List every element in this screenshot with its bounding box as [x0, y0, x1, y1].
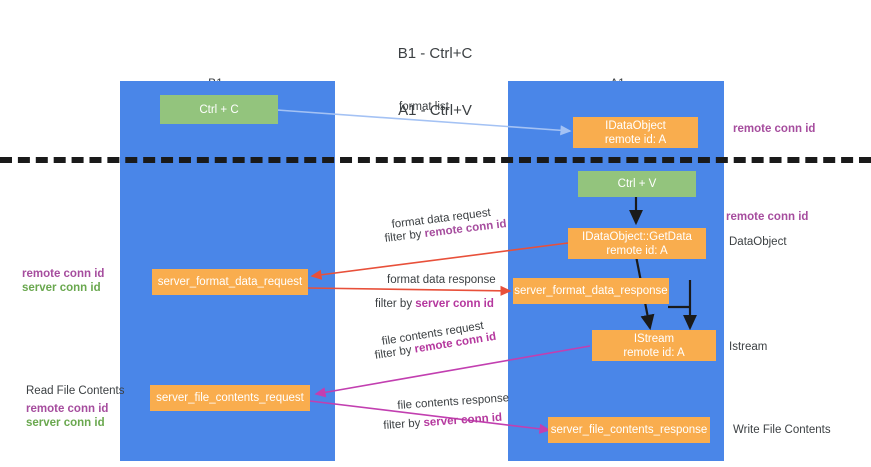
box-server-format-data-request[interactable]: server_format_data_request	[152, 269, 308, 295]
box-idataobject-top-line2: remote id: A	[604, 133, 667, 146]
filter-key-server-conn-id: server conn id	[415, 298, 494, 310]
box-ctrl-v[interactable]: Ctrl + V	[578, 171, 696, 197]
filter-key-server-conn-id: server conn id	[423, 411, 503, 430]
box-istream-line1: IStream	[633, 332, 675, 345]
box-ctrl-v-label: Ctrl + V	[617, 178, 657, 190]
arrow-label-format-data-response-filter: filter by server conn id	[375, 298, 494, 310]
annotation-left-server-conn-id-mid: server conn id	[22, 282, 101, 294]
annotation-right-write-file-contents: Write File Contents	[733, 424, 831, 436]
box-server-format-data-request-label: server_format_data_request	[157, 276, 303, 288]
annotation-right-dataobject: DataObject	[729, 236, 787, 248]
box-idataobject-getdata[interactable]: IDataObject::GetData remote id: A	[568, 228, 706, 259]
arrow-label-file-contents-response-text: file contents response	[397, 392, 510, 412]
annotation-right-remote-conn-id-top: remote conn id	[733, 123, 816, 135]
filter-prefix: filter by	[375, 298, 416, 310]
box-server-file-contents-response[interactable]: server_file_contents_response	[548, 417, 710, 443]
annotation-left-remote-conn-id-mid: remote conn id	[22, 268, 105, 280]
box-istream[interactable]: IStream remote id: A	[592, 330, 716, 361]
box-ctrl-c[interactable]: Ctrl + C	[160, 95, 278, 124]
section-divider	[0, 157, 871, 163]
box-idataobject-top-line1: IDataObject	[605, 119, 666, 132]
diagram-title: B1 - Ctrl+C A1 - Ctrl+V	[335, 6, 535, 158]
annotation-left-server-conn-id-bottom: server conn id	[26, 417, 105, 429]
annotation-right-istream: Istream	[729, 341, 768, 353]
arrow-label-format-list: format list	[399, 101, 449, 113]
arrow-label-format-data-response-text: format data response	[387, 274, 496, 286]
filter-prefix: filter by	[383, 417, 425, 432]
arrow-label-file-contents-response-filter: filter by server conn id	[383, 412, 502, 432]
annotation-left-remote-conn-id-bottom: remote conn id	[26, 403, 109, 415]
filter-prefix: filter by	[374, 343, 416, 362]
box-idataobject-getdata-line2: remote id: A	[606, 244, 668, 257]
box-idataobject-top[interactable]: IDataObject remote id: A	[573, 117, 698, 148]
annotation-right-remote-conn-id-mid: remote conn id	[726, 211, 809, 223]
box-server-format-data-response[interactable]: server_format_data_response	[513, 278, 669, 304]
arrow-label-format-list-text: format list	[399, 101, 449, 113]
box-server-format-data-response-label: server_format_data_response	[514, 285, 668, 297]
box-istream-line2: remote id: A	[623, 346, 685, 359]
arrow-label-file-contents-response: file contents response	[397, 392, 509, 412]
filter-prefix: filter by	[384, 228, 426, 245]
box-ctrl-c-label: Ctrl + C	[199, 103, 239, 116]
box-server-file-contents-response-label: server_file_contents_response	[550, 424, 708, 436]
box-server-file-contents-request-label: server_file_contents_request	[156, 392, 304, 404]
diagram-title-line1: B1 - Ctrl+C	[397, 45, 473, 62]
annotation-left-read-file-contents: Read File Contents	[26, 385, 125, 397]
arrow-label-format-data-response: format data response	[387, 274, 496, 286]
box-server-file-contents-request[interactable]: server_file_contents_request	[150, 385, 310, 411]
box-idataobject-getdata-line1: IDataObject::GetData	[582, 230, 692, 243]
